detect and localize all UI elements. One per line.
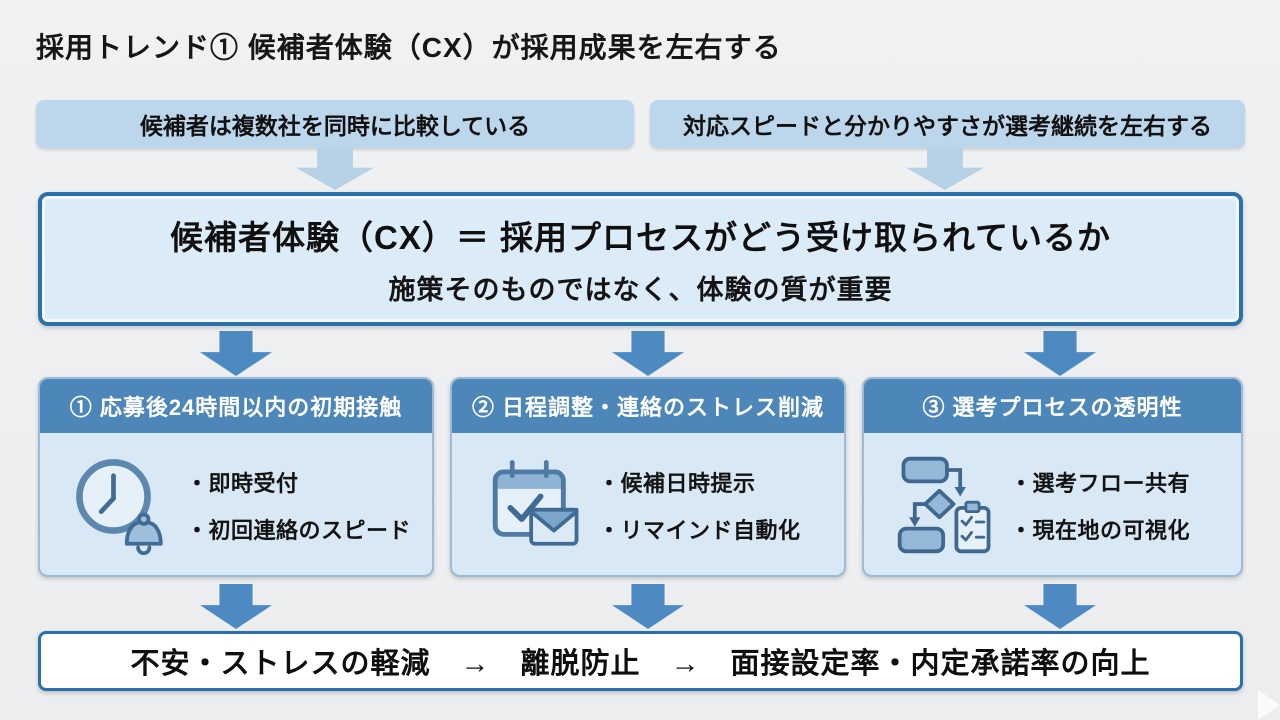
factor-card-heading: ② 日程調整・連絡のストレス削減	[452, 379, 844, 433]
factor-card-body: ・候補日時提示 ・リマインド自動化	[452, 433, 844, 575]
factor-card-heading: ① 応募後24時間以内の初期接触	[40, 379, 432, 433]
factor-card-scheduling: ② 日程調整・連絡のストレス削減 ・候補日時提示 ・リマインド自動化	[450, 377, 846, 577]
down-arrow-icon	[200, 331, 272, 376]
premise-text: 候補者は複数社を同時に比較している	[139, 113, 531, 139]
calendar-mail-icon	[470, 453, 598, 557]
bullet-item: ・リマインド自動化	[598, 517, 801, 543]
factor-card-body: ・即時受付 ・初回連絡のスピード	[40, 433, 432, 575]
down-arrow-icon	[612, 331, 684, 376]
clock-bell-icon	[58, 453, 186, 557]
premise-box-speed: 対応スピードと分かりやすさが選考継続を左右する	[650, 100, 1245, 148]
bullet-item: ・即時受付	[186, 470, 299, 496]
down-arrow-icon	[906, 148, 984, 190]
bullet-item: ・選考フロー共有	[1010, 470, 1191, 496]
down-arrow-icon	[200, 584, 272, 629]
factor-card-heading: ③ 選考プロセスの透明性	[864, 379, 1241, 433]
factor-card-initial-contact: ① 応募後24時間以内の初期接触 ・即時受付 ・初回連絡のスピード	[38, 377, 434, 577]
bullet-item: ・候補日時提示	[598, 470, 756, 496]
cx-definition-main: 候補者体験（CX）＝ 採用プロセスがどう受け取られているか	[169, 219, 1112, 256]
bullet-item: ・現在地の可視化	[1010, 517, 1191, 543]
watermark-triangle	[1258, 690, 1280, 720]
factor-card-transparency: ③ 選考プロセスの透明性	[862, 377, 1243, 577]
flowchart-checklist-icon	[882, 453, 1010, 557]
outcome-text: 不安・ストレスの軽減 → 離脱防止 → 面接設定率・内定承諾率の向上	[130, 648, 1151, 680]
premise-text: 対応スピードと分かりやすさが選考継続を左右する	[683, 113, 1212, 139]
bullet-item: ・初回連絡のスピード	[186, 517, 412, 543]
slide-title: 採用トレンド① 候補者体験（CX）が採用成果を左右する	[36, 32, 782, 63]
down-arrow-icon	[1024, 584, 1096, 629]
premise-box-comparison: 候補者は複数社を同時に比較している	[36, 100, 634, 148]
down-arrow-icon	[612, 584, 684, 629]
factor-card-body: ・選考フロー共有 ・現在地の可視化	[864, 433, 1241, 575]
outcome-box: 不安・ストレスの軽減 → 離脱防止 → 面接設定率・内定承諾率の向上	[38, 631, 1243, 691]
cx-definition-box: 候補者体験（CX）＝ 採用プロセスがどう受け取られているか 施策そのものではなく…	[38, 192, 1243, 326]
cx-definition-sub: 施策そのものではなく、体験の質が重要	[388, 275, 893, 305]
down-arrow-icon	[296, 148, 374, 190]
down-arrow-icon	[1024, 331, 1096, 376]
